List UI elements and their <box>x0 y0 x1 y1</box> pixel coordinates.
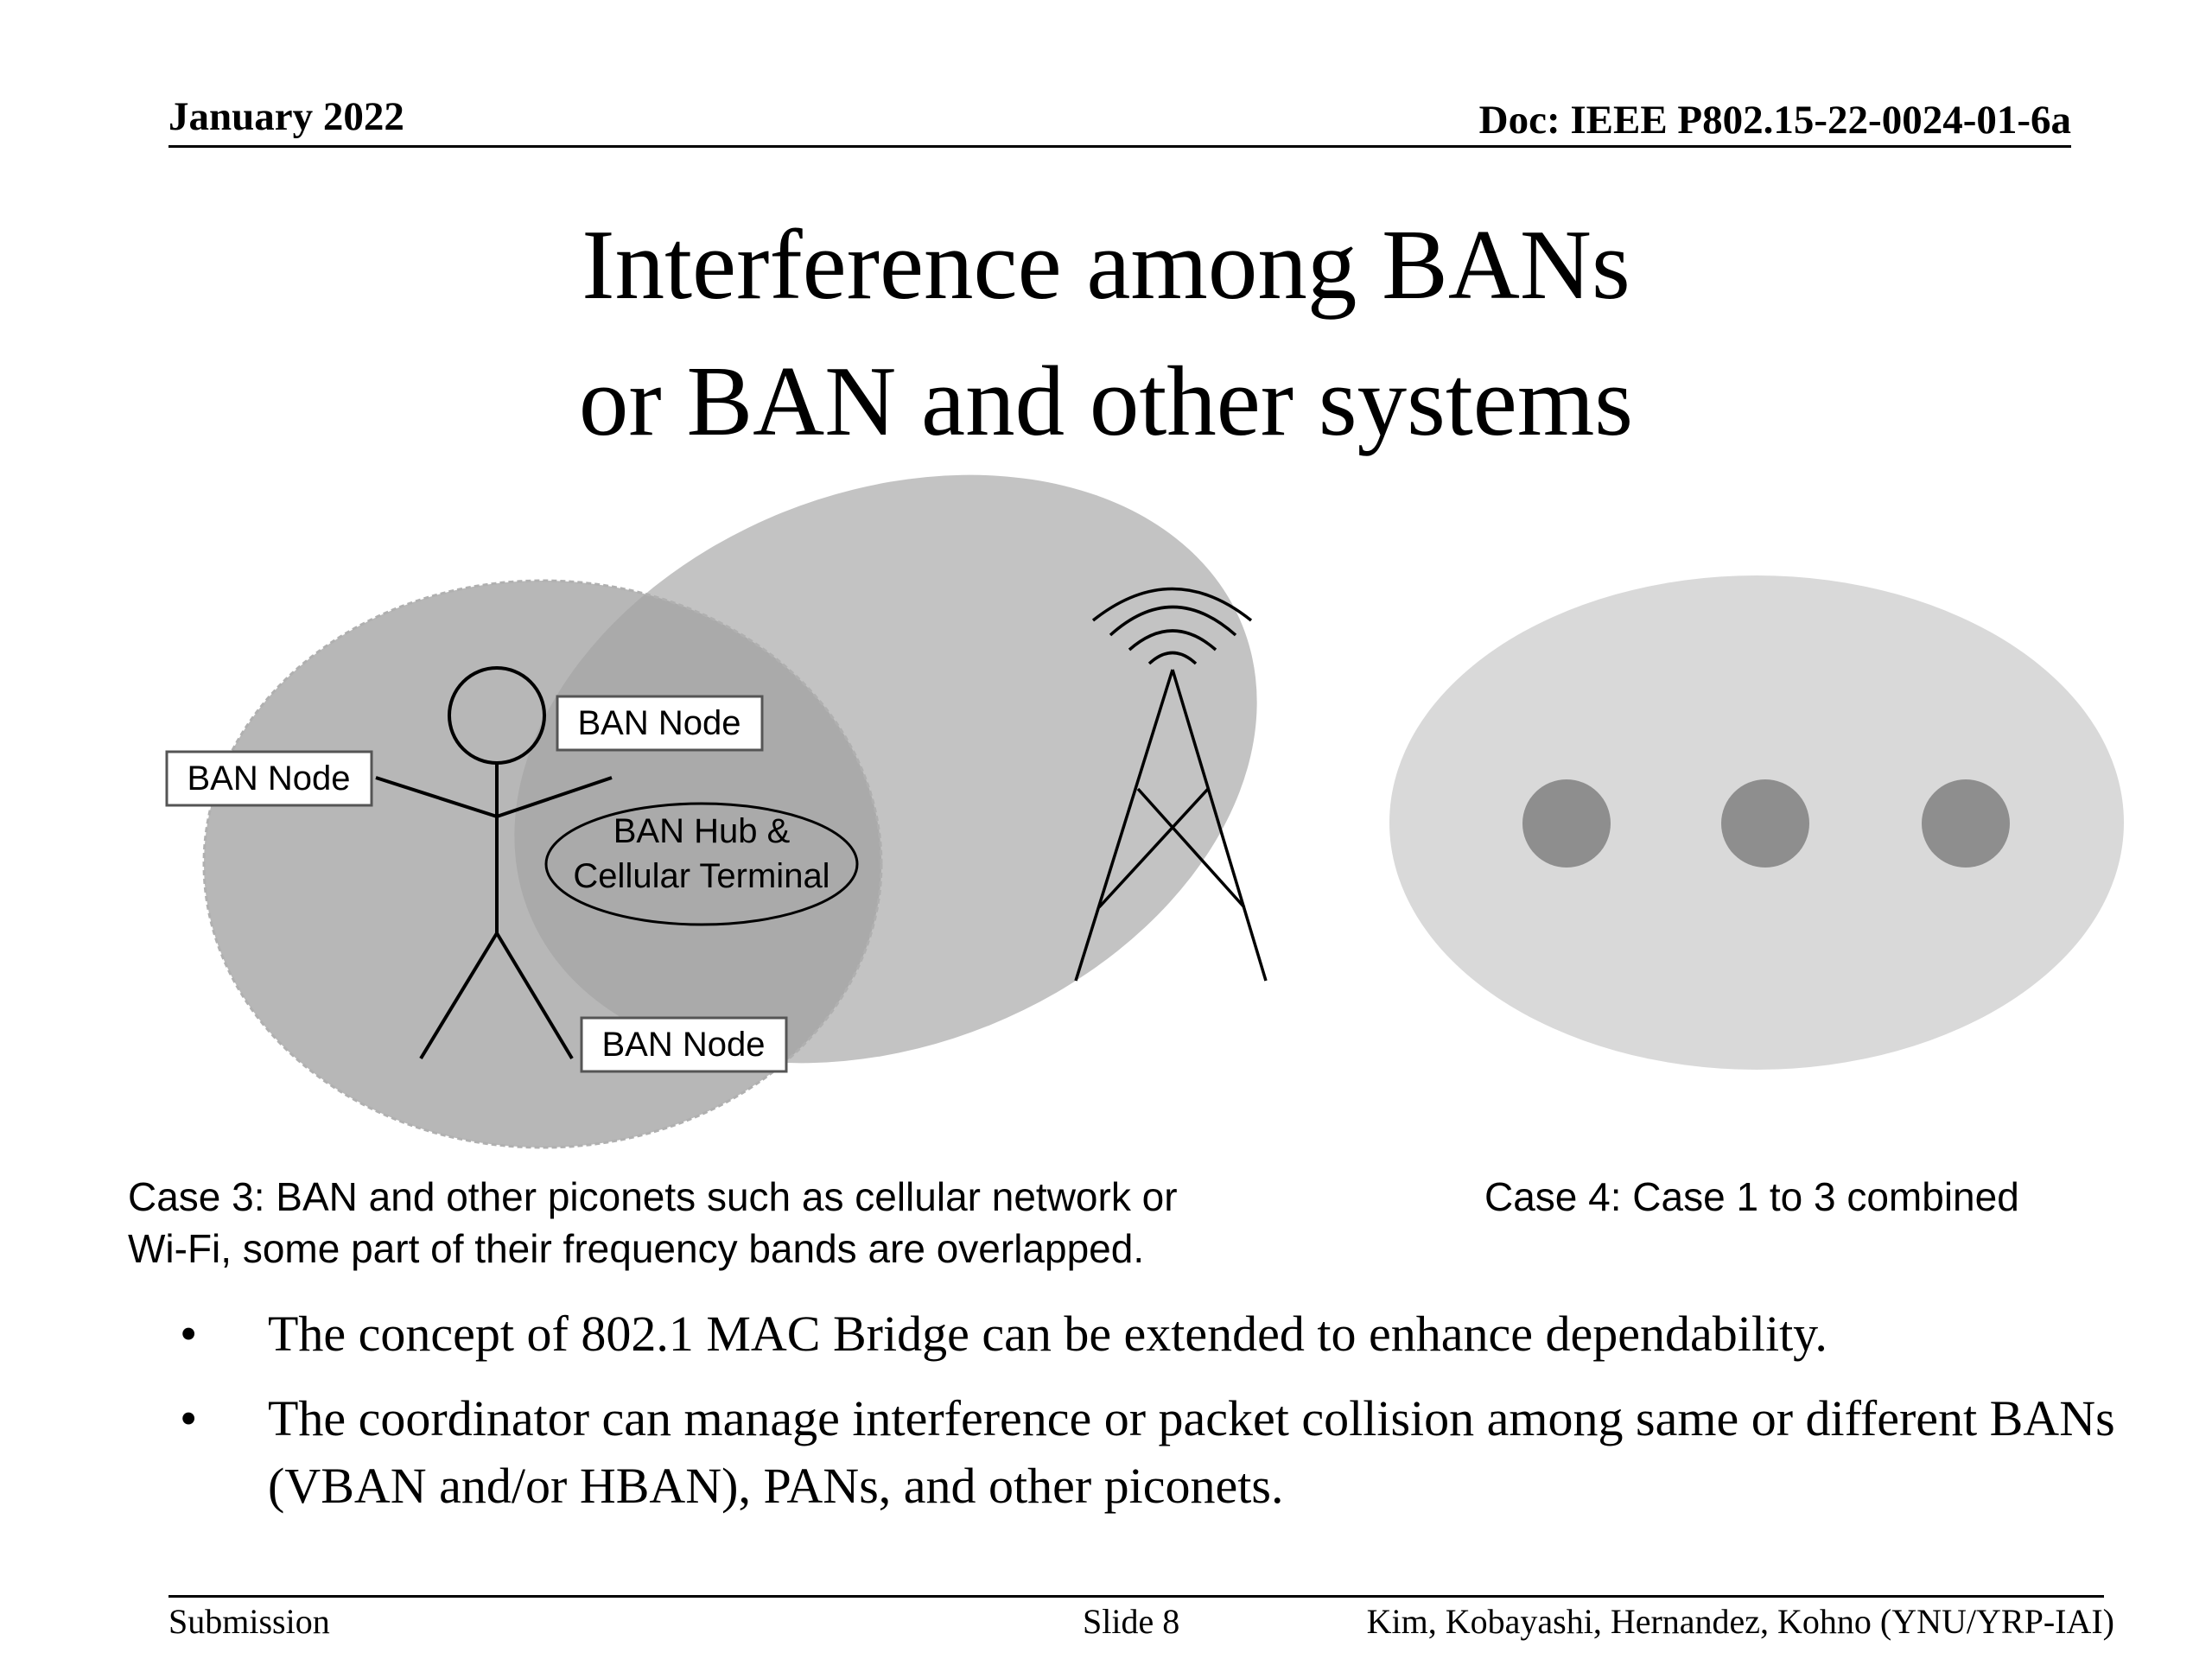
ban-node-top-label: BAN Node <box>578 704 741 742</box>
node-dot-1 <box>1522 779 1611 868</box>
cell-tower-icon <box>1074 587 1268 982</box>
header-rule <box>168 145 2071 148</box>
footer-authors: Kim, Kobayashi, Hernandez, Kohno (YNU/YR… <box>1366 1602 2114 1641</box>
ban-hub-label-line-2: Cellular Terminal <box>573 857 830 895</box>
ban-node-top-box <box>556 695 764 752</box>
ban-node-left-label: BAN Node <box>188 760 351 798</box>
node-dot-2 <box>1721 779 1809 868</box>
bullet-item: • The coordinator can manage interferenc… <box>156 1385 2143 1520</box>
node-dot-3 <box>1922 779 2010 868</box>
footer-submission: Submission <box>168 1602 330 1641</box>
case3-caption-line-1: Case 3: BAN and other piconets such as c… <box>128 1174 1178 1219</box>
ban-hub-ellipse <box>544 802 859 926</box>
person-figure <box>375 666 613 1060</box>
title-line-1: Interference among BANs <box>582 210 1630 320</box>
bullet-symbol: • <box>180 1390 198 1446</box>
header-doc-id: Doc: IEEE P802.15-22-0024-01-6a <box>1478 98 2071 143</box>
bullet-text: The concept of 802.1 MAC Bridge can be e… <box>268 1306 1827 1362</box>
header-date: January 2022 <box>168 94 404 139</box>
bullet-symbol: • <box>180 1306 198 1362</box>
case3-caption: Case 3: BAN and other piconets such as c… <box>128 1171 1178 1274</box>
ban-node-bottom-label: BAN Node <box>602 1026 766 1064</box>
bullet-text: The coordinator can manage interference … <box>268 1390 2115 1514</box>
ban-node-bottom-box <box>580 1016 788 1073</box>
bullet-item: • The concept of 802.1 MAC Bridge can be… <box>156 1300 2143 1368</box>
ban-hub-label-line-1: BAN Hub & <box>613 812 791 850</box>
slide-title: Interference among BANs or BAN and other… <box>0 197 2212 470</box>
footer-slide-number: Slide 8 <box>1083 1602 1180 1641</box>
footer-rule <box>168 1595 2104 1598</box>
bullet-list: • The concept of 802.1 MAC Bridge can be… <box>156 1300 2143 1537</box>
case3-caption-line-2: Wi-Fi, some part of their frequency band… <box>128 1226 1145 1271</box>
ban-node-left-box <box>165 750 373 807</box>
title-line-2: or BAN and other systems <box>578 346 1634 456</box>
case4-caption: Case 4: Case 1 to 3 combined <box>1484 1174 2019 1219</box>
